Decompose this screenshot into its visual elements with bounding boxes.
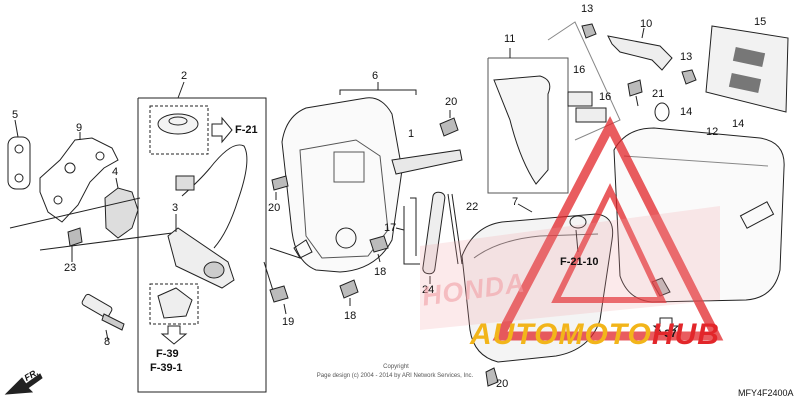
figure-ref[interactable]: F-39 [156, 348, 179, 360]
part-label: 19 [282, 316, 295, 328]
part-label: 23 [64, 262, 77, 274]
sheet-15 [705, 25, 789, 113]
watermark-logo-part1: AUTOMOTO [470, 318, 652, 351]
cover-6 [281, 97, 403, 273]
part-label: 18 [344, 310, 357, 322]
figure-ref[interactable]: F-21 [235, 124, 258, 136]
leader-2 [177, 81, 185, 99]
pad-1 [391, 149, 463, 175]
cover-7 [461, 213, 614, 363]
panel-11 [493, 75, 551, 185]
part-label: 14 [732, 118, 745, 130]
bracket-9 [39, 137, 119, 223]
switch-4 [104, 187, 139, 239]
ignition-3 [167, 227, 235, 289]
part-label: 24 [422, 284, 435, 296]
part-label: 13 [581, 3, 594, 15]
part-label: 14 [680, 106, 693, 118]
figure-ref[interactable]: F-39-1 [150, 362, 183, 374]
watermark-logo [420, 116, 724, 341]
fr-arrow [4, 373, 43, 395]
part-label: 8 [104, 336, 111, 348]
group-box-11 [487, 57, 569, 194]
part-label: 20 [268, 202, 281, 214]
part-label: 16 [599, 91, 612, 103]
copyright-text: Page design (c) 2004 - 2014 by ARI Netwo… [316, 373, 474, 379]
part-label: 22 [466, 201, 479, 213]
part-label: 3 [172, 202, 179, 214]
group-box-2 [137, 97, 267, 393]
part-label: 13 [680, 51, 693, 63]
watermark-logo-text: AUTOMOTOHUB [470, 318, 720, 352]
figure-ref[interactable]: F-37 [654, 328, 677, 340]
key-8 [81, 293, 113, 319]
part-label: 6 [372, 70, 379, 82]
bracket-10 [607, 35, 673, 71]
diagram-code: MFY4F2400A [738, 388, 794, 398]
part-label: 5 [12, 109, 19, 121]
part-label: 4 [112, 166, 119, 178]
watermark-logo-part2: HUB [651, 318, 720, 351]
part-label: 16 [573, 64, 586, 76]
figure-ref[interactable]: F-21-10 [560, 256, 599, 268]
part-label: 9 [76, 122, 83, 134]
part-label: 11 [504, 33, 516, 45]
filter-24 [422, 191, 446, 275]
bracket-6 [339, 89, 417, 95]
part-label: 2 [181, 70, 188, 82]
plate-5 [7, 136, 31, 190]
part-label: 20 [496, 378, 509, 390]
part-label: 21 [652, 88, 665, 100]
copyright-title: Copyright [383, 364, 409, 370]
part-label: 20 [445, 96, 458, 108]
part-label: 7 [512, 196, 519, 208]
part-label: 1 [408, 128, 415, 140]
part-label: 15 [754, 16, 767, 28]
part-label: 17 [384, 222, 397, 234]
part-label: 12 [706, 126, 719, 138]
part-label: 10 [640, 18, 653, 30]
part-label: 18 [374, 266, 387, 278]
